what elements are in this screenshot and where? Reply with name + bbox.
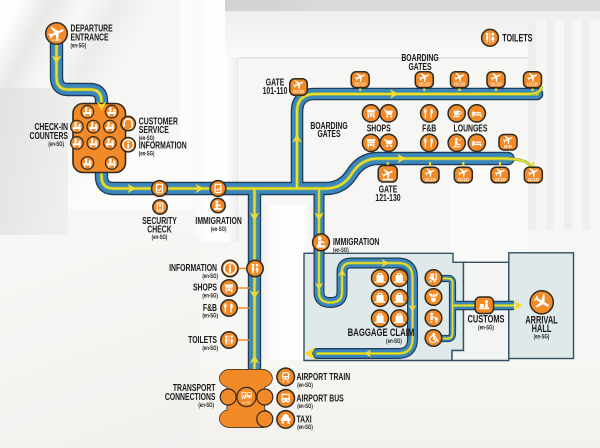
svg-text:CHECK: CHECK — [147, 223, 172, 235]
svg-text:GATE: GATE — [379, 183, 398, 195]
svg-text:(en-SG): (en-SG) — [202, 273, 218, 280]
svg-text:101-110: 101-110 — [355, 82, 366, 87]
svg-text:GATES: GATES — [317, 128, 340, 140]
svg-text:51-90: 51-90 — [504, 145, 512, 150]
svg-text:(en-SG): (en-SG) — [202, 345, 218, 352]
svg-text:TRANSPORT: TRANSPORT — [173, 382, 216, 394]
svg-text:101-110: 101-110 — [263, 85, 288, 97]
svg-text:SHOPS: SHOPS — [367, 122, 391, 134]
svg-text:(en-SG): (en-SG) — [478, 325, 494, 332]
svg-text:101-110: 101-110 — [527, 82, 538, 87]
svg-text:BOARDING: BOARDING — [401, 52, 439, 64]
svg-text:TOILETS: TOILETS — [502, 32, 532, 44]
svg-text:IMMIGRATION: IMMIGRATION — [195, 215, 241, 227]
svg-text:121-130: 121-130 — [424, 177, 435, 182]
svg-text:121-130: 121-130 — [458, 177, 469, 182]
svg-text:BOARDING: BOARDING — [310, 119, 348, 131]
svg-text:BAGGAGE CLAIM: BAGGAGE CLAIM — [348, 327, 415, 340]
svg-text:101-110: 101-110 — [419, 82, 430, 87]
svg-text:(en-SG): (en-SG) — [297, 382, 313, 389]
svg-text:F&B: F&B — [422, 122, 436, 134]
svg-text:(en-SG): (en-SG) — [198, 402, 214, 409]
svg-text:en-SG: en-SG — [52, 38, 62, 42]
svg-text:(en-SG): (en-SG) — [152, 234, 168, 241]
svg-text:(en-SG): (en-SG) — [333, 247, 349, 254]
svg-text:(en-SG): (en-SG) — [202, 293, 218, 300]
svg-text:IMMIGRATION: IMMIGRATION — [333, 236, 379, 248]
svg-text:121-130: 121-130 — [375, 192, 400, 204]
svg-text:(en-SG): (en-SG) — [139, 151, 155, 158]
svg-text:(en-SG): (en-SG) — [297, 424, 313, 431]
svg-text:CUSTOMS: CUSTOMS — [468, 313, 505, 325]
svg-text:(en-SG): (en-SG) — [202, 313, 218, 320]
svg-text:TOILETS: TOILETS — [188, 334, 217, 346]
svg-text:SERVICE: SERVICE — [139, 124, 169, 136]
svg-text:en-SG: en-SG — [242, 401, 251, 405]
svg-text:CUSTOMER: CUSTOMER — [139, 115, 179, 127]
svg-text:AIRPORT TRAIN: AIRPORT TRAIN — [297, 371, 351, 383]
svg-text:(en-SG): (en-SG) — [48, 142, 64, 149]
svg-text:GATES: GATES — [408, 61, 431, 73]
svg-text:(en-SG): (en-SG) — [386, 338, 402, 345]
svg-text:(en-SG): (en-SG) — [139, 135, 155, 142]
svg-text:ARRIVAL: ARRIVAL — [525, 314, 558, 326]
svg-text:SHOPS: SHOPS — [193, 281, 217, 293]
svg-text:(en-SG): (en-SG) — [534, 334, 550, 341]
svg-text:SECURITY: SECURITY — [142, 215, 177, 227]
svg-text:121-130: 121-130 — [528, 177, 539, 182]
svg-text:GATE: GATE — [266, 76, 285, 88]
svg-text:F&B: F&B — [203, 301, 217, 313]
svg-text:101-110: 101-110 — [454, 82, 465, 87]
svg-text:CHECK-IN: CHECK-IN — [34, 121, 68, 133]
svg-text:101-110: 101-110 — [490, 82, 501, 87]
svg-text:ENTRANCE: ENTRANCE — [71, 31, 109, 43]
svg-text:INFORMATION: INFORMATION — [169, 262, 217, 274]
svg-text:101-110: 101-110 — [293, 89, 304, 94]
svg-text:INFORMATION: INFORMATION — [139, 139, 187, 151]
svg-text:AIRPORT BUS: AIRPORT BUS — [297, 392, 344, 404]
svg-text:TAXI: TAXI — [297, 413, 312, 425]
svg-text:(en-SG): (en-SG) — [297, 403, 313, 410]
svg-text:COUNTERS: COUNTERS — [30, 130, 69, 142]
svg-text:HALL: HALL — [532, 323, 552, 335]
svg-text:DEPARTURE: DEPARTURE — [71, 22, 113, 34]
svg-text:LOUNGES: LOUNGES — [454, 122, 488, 134]
svg-text:CONNECTIONS: CONNECTIONS — [165, 390, 216, 402]
svg-text:(en-SG): (en-SG) — [211, 226, 227, 233]
svg-text:(en-SG): (en-SG) — [71, 43, 87, 50]
svg-text:121-130: 121-130 — [494, 177, 505, 182]
